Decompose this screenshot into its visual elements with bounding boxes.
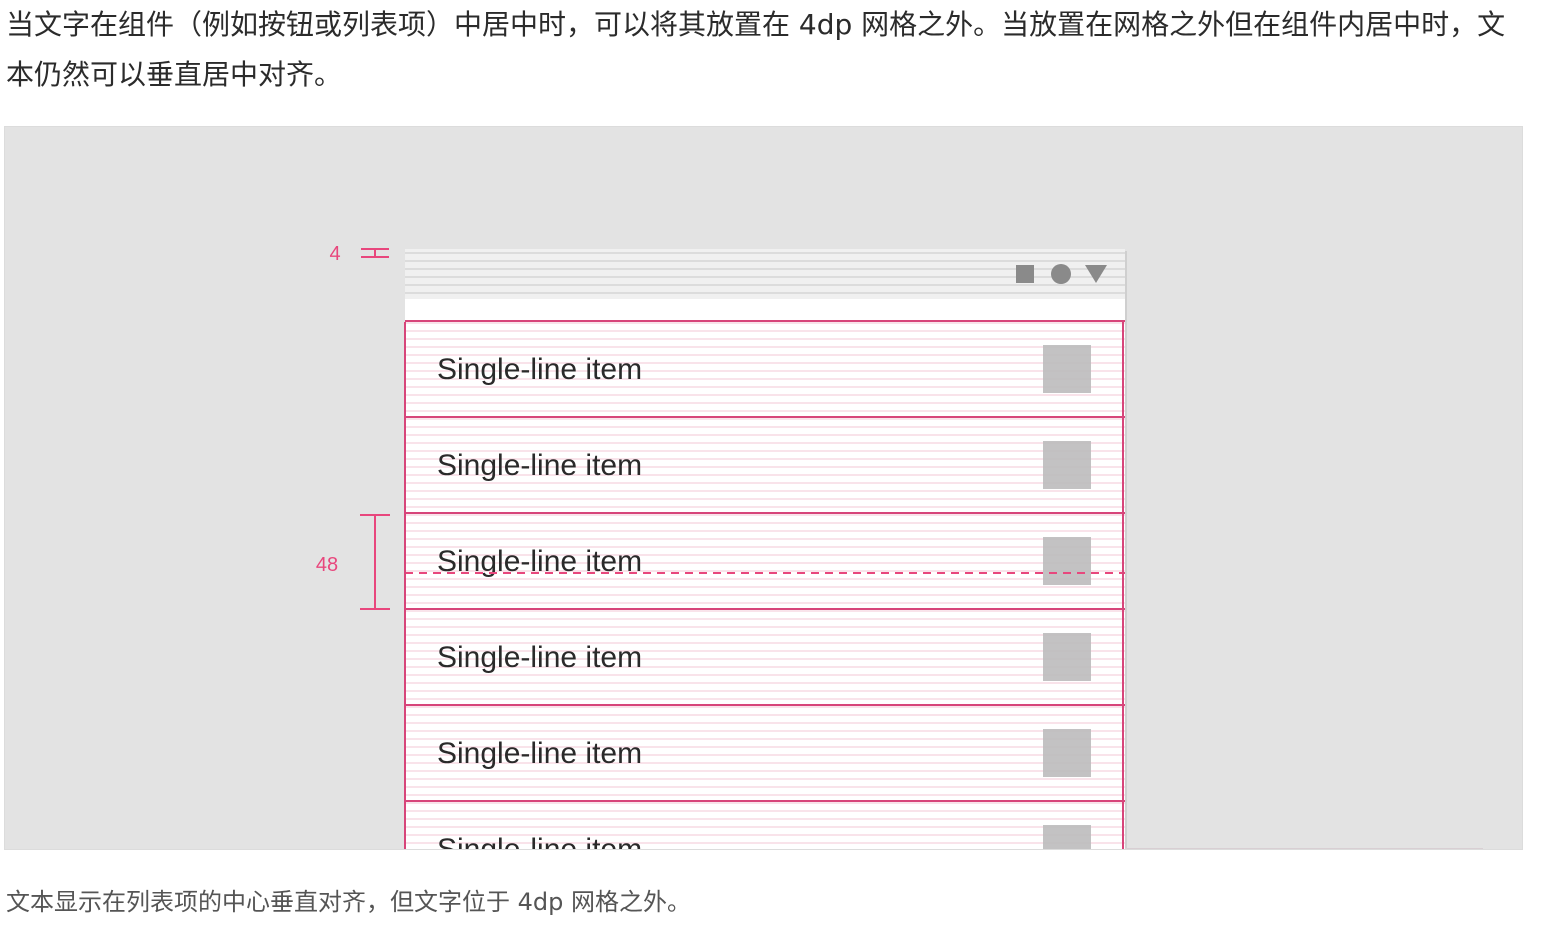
status-measure-label: 4	[329, 243, 340, 265]
item-placeholder-box	[1043, 537, 1091, 585]
phone-screen	[405, 249, 1125, 849]
item-placeholder-box	[1043, 345, 1091, 393]
figure-caption: 文本显示在列表项的中心垂直对齐，但文字位于 4dp 网格之外。	[6, 888, 691, 916]
list-item-label: Single-line item	[437, 737, 642, 770]
item-placeholder-box	[1043, 441, 1091, 489]
square-icon	[1016, 265, 1034, 283]
list-item-label: Single-line item	[437, 353, 642, 386]
baseline-grid	[405, 322, 1125, 844]
item-placeholder-box	[1043, 729, 1091, 777]
list-item-label: Single-line item	[437, 449, 642, 482]
circle-icon	[1051, 264, 1071, 284]
list-item-label: Single-line item	[437, 641, 642, 674]
item-placeholder-box	[1043, 633, 1091, 681]
item-placeholder-box	[1043, 825, 1091, 849]
row-measure-label: 48	[316, 554, 338, 576]
status-bar	[405, 249, 1125, 299]
list-item-label: Single-line item	[437, 833, 642, 850]
triangle-icon	[1085, 265, 1107, 283]
intro-paragraph: 当文字在组件（例如按钮或列表项）中居中时，可以将其放置在 4dp 网格之外。当放…	[6, 8, 1506, 91]
status-bar-grid	[405, 252, 1125, 294]
